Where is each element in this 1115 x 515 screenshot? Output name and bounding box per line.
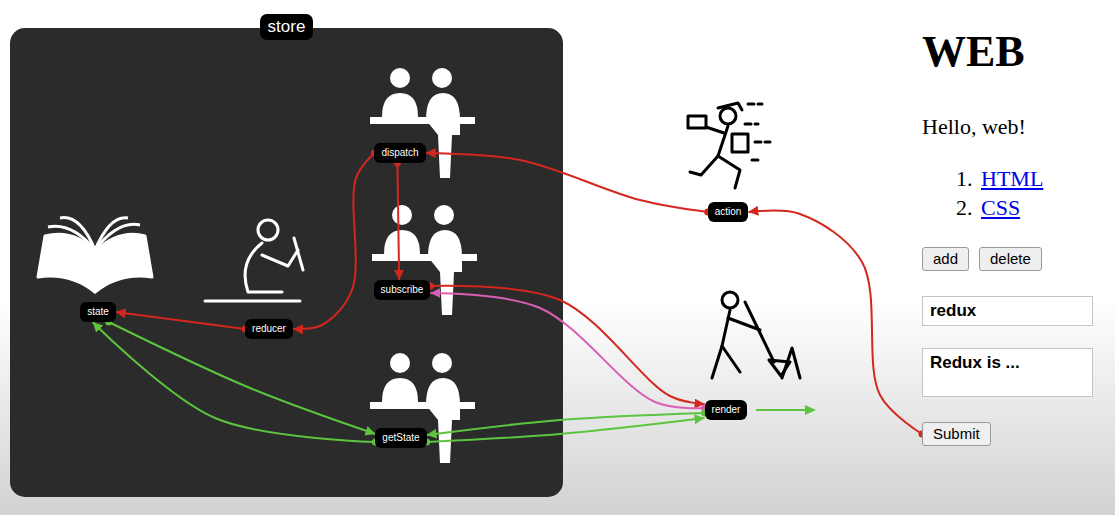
digger-arm [728,318,760,330]
clerk-icon [370,68,475,178]
writer-icon [205,220,303,301]
connector-group [427,410,708,436]
render-pill: render [705,400,748,420]
node-text: redux [930,301,1085,321]
dispatch-pill: dispatch [374,143,425,163]
node-text: render [712,404,741,416]
title-input: redux [922,296,1093,326]
output-arrowhead [805,405,816,415]
node-text: getState [382,432,419,444]
digger-icon [712,292,800,378]
node-text: action [715,206,742,218]
store-panel: storedispatchstatereducersubscribegetSta… [10,28,563,497]
clerk-icon [370,353,475,463]
mailman-icon [688,103,770,188]
connector-group [394,160,401,281]
delete-button: delete [979,247,1042,271]
writer-body [245,243,282,292]
action-pill: action [708,202,749,222]
connector-group [116,312,249,333]
getstate-pill: getState [375,428,426,448]
mailman-body [718,126,728,156]
node-text: delete [990,250,1031,268]
flow-connector [397,163,399,280]
flow-connector [430,286,704,404]
node-text: Submit [933,425,980,443]
render-output-arrow [756,405,816,415]
flow-connector [748,211,922,434]
letter [688,116,706,128]
node-text: subscribe [381,284,424,296]
book-page [95,234,152,292]
mailman-leg [690,156,718,175]
store-title: store [260,14,314,40]
mailman-head [720,108,736,124]
shovel-handle [745,302,774,362]
book-page [60,218,95,250]
flow-connector [430,293,704,408]
book-page [48,226,95,250]
digger-head [722,292,738,308]
connector-group [105,319,375,435]
store-panel [10,28,563,497]
desk-line [205,300,300,303]
list-number: 1. [956,166,973,192]
node-text: state [87,306,109,318]
book-page [95,218,128,250]
list-link: HTML [981,166,1043,192]
flow-connector [93,322,376,442]
flow-connector [427,418,705,442]
connector-group [293,150,378,330]
connector-group [748,211,925,438]
list-number: 2. [956,195,973,221]
writer-head [258,220,278,240]
connector-group [93,322,379,446]
state-pill: state [80,302,116,322]
connector-group [423,418,704,446]
node-text: add [933,250,958,268]
rock [782,348,800,378]
writer-arm [262,250,298,266]
flow-connector [109,322,376,434]
digger-leg [712,346,740,378]
connector-group [427,283,705,405]
flow-connector [427,413,705,435]
book-icon [38,218,152,292]
node-text: Redux is ... [930,353,1085,373]
writer-pen [294,238,303,270]
clerk-icon [372,205,477,315]
subscribe-pill: subscribe [374,280,431,300]
submit-button: Submit [922,422,991,446]
desc-textarea: Redux is ... [922,348,1093,397]
connector-group [430,293,708,412]
mailman-cap [718,103,742,110]
shovel-blade [769,360,790,376]
digger-body [722,310,730,346]
reducer-pill: reducer [245,319,293,339]
page-heading: WEB [922,26,1025,79]
mailman-leg [718,156,740,188]
connector-group [426,153,712,216]
node-text: dispatch [381,147,418,159]
mailman-arm [706,127,724,133]
flow-connector [116,312,245,329]
flow-connector [426,153,708,212]
motion-lines [745,104,770,160]
greeting-text: Hello, web! [922,114,1026,140]
list-link: CSS [981,195,1020,221]
flow-connector [293,153,374,329]
add-button: add [922,247,969,271]
node-text: reducer [252,323,286,335]
output-line [756,409,806,411]
mail-bag [732,134,748,152]
book-page [38,234,95,292]
book-page [95,224,140,250]
